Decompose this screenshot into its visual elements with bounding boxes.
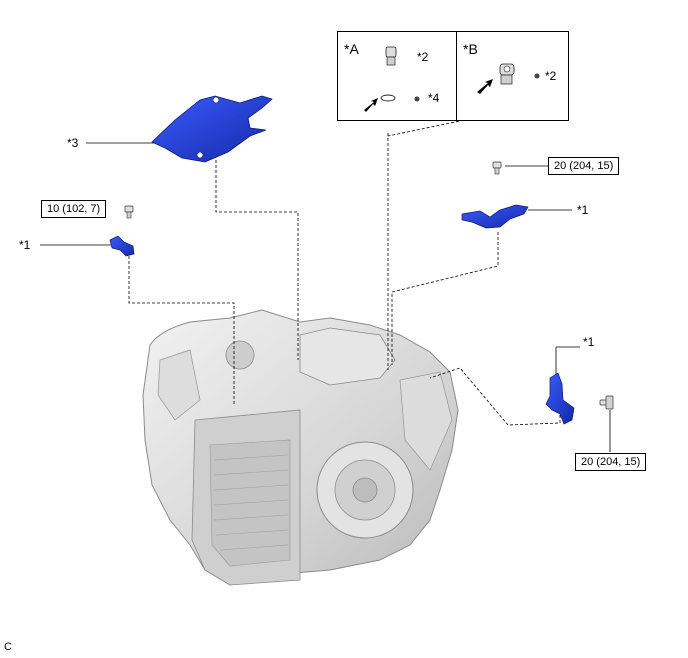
sensor-part-2-b	[499, 63, 515, 85]
bolt-left	[124, 205, 134, 219]
inset-b-title: *B	[463, 41, 478, 57]
transmission-assembly	[142, 309, 459, 586]
label-part-1-left: *1	[19, 238, 31, 252]
inset-a-title: *A	[344, 41, 359, 57]
bracket-part-1-lower	[545, 372, 575, 425]
bolt-top-right	[492, 161, 502, 175]
bracket-part-1-left	[109, 235, 135, 257]
inset-b: *B	[456, 31, 569, 121]
label-part-2-b: *2	[545, 69, 557, 83]
torque-box-top-right: 20 (204, 15)	[548, 157, 620, 175]
grease-dot-a	[414, 96, 420, 102]
arrow-b	[477, 79, 493, 94]
torque-box-bottom-right: 20 (204, 15)	[575, 453, 647, 471]
label-part-3: *3	[67, 136, 79, 150]
inset-a-drawing	[364, 46, 420, 112]
grease-dot-b	[534, 73, 540, 79]
label-part-4: *4	[428, 91, 440, 105]
bracket-part-3	[151, 95, 273, 163]
label-part-1-lower: *1	[583, 335, 595, 349]
inset-b-drawing	[477, 63, 540, 94]
sensor-part-2-a	[385, 46, 397, 66]
arrow-a	[364, 98, 378, 112]
label-part-2-a: *2	[417, 50, 429, 64]
figure-code: C	[4, 641, 12, 653]
torque-box-left: 10 (102, 7)	[41, 200, 107, 218]
bracket-part-1-middle	[461, 204, 529, 229]
bolt-bottom-right	[599, 395, 614, 410]
label-part-1-middle: *1	[577, 203, 589, 217]
inset-a: *A	[337, 31, 458, 121]
o-ring-part-4	[380, 94, 396, 102]
